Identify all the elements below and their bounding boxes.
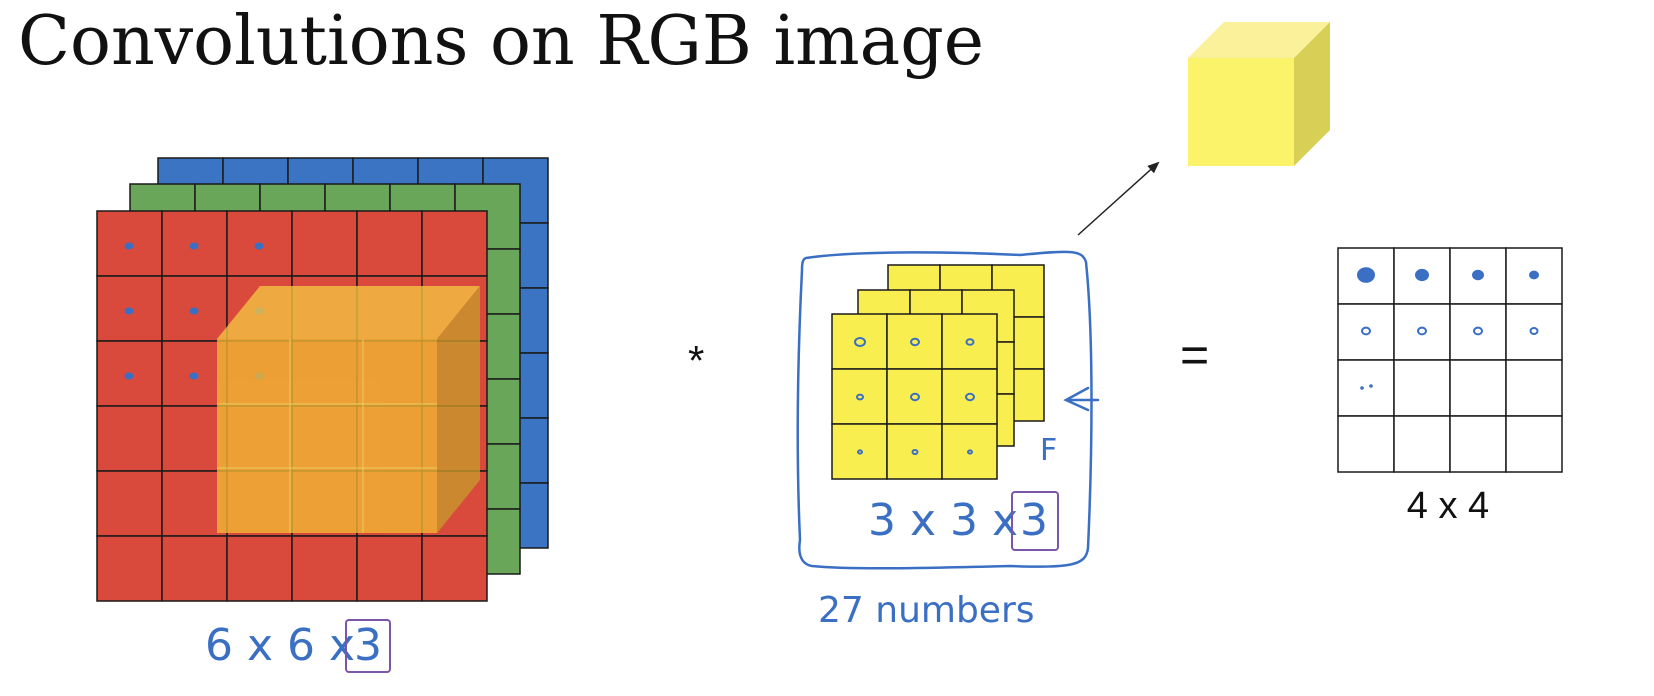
filter-value-mark: [965, 338, 975, 346]
output-value-mark: [1417, 326, 1427, 336]
input-value-mark: [189, 307, 199, 315]
output-cell: [1449, 359, 1507, 417]
input-cell-red: [421, 535, 488, 602]
filter-value-mark: [965, 392, 975, 402]
output-cell: [1337, 359, 1395, 417]
filter-cell-front: [831, 313, 888, 370]
output-value-mark: [1473, 326, 1483, 336]
filter-size-label: 3 x 3 x 3: [868, 491, 1059, 551]
filter-overlay-cube: [217, 286, 480, 533]
filter-cell-front: [831, 368, 888, 425]
output-value-marks: [1357, 267, 1539, 390]
input-cell-red: [356, 210, 423, 277]
overlay-cube-top: [217, 286, 480, 339]
equals-operator: =: [1180, 327, 1209, 383]
output-grid-4x4: [1337, 247, 1563, 473]
input-value-mark: [189, 372, 199, 380]
result-value-cube: [1188, 22, 1330, 166]
filter-channel-highlight-box: [1011, 491, 1059, 551]
filter-value-mark: [854, 337, 866, 347]
input-cell-red: [161, 405, 228, 472]
filter-cell-front: [886, 423, 943, 480]
overlay-cube-side: [437, 286, 480, 533]
output-cell: [1449, 303, 1507, 361]
filter-value-mark: [856, 393, 864, 401]
output-value-mark: [1361, 326, 1371, 336]
input-size-label: 6 x 6 x 3: [205, 619, 391, 673]
input-cell-red: [356, 535, 423, 602]
filter-cell-front: [941, 368, 998, 425]
output-size-label: 4 x 4: [1407, 485, 1489, 527]
filter-count-label: 27 numbers: [818, 590, 1035, 631]
input-value-mark: [254, 242, 264, 250]
convolution-operator: *: [688, 337, 704, 384]
result-cube-front: [1188, 58, 1294, 166]
filter-cell-front: [886, 368, 943, 425]
input-cell-red: [161, 470, 228, 537]
input-cell-red: [161, 535, 228, 602]
output-value-mark: [1369, 384, 1373, 388]
input-cell-red: [421, 210, 488, 277]
channel-highlight-box: [345, 619, 391, 673]
output-value-mark: [1529, 270, 1539, 280]
input-size-prefix: 6 x 6 x: [205, 620, 355, 671]
filter-cell-front: [941, 313, 998, 370]
input-size-channels: 3: [354, 620, 382, 671]
input-cell-red: [291, 210, 358, 277]
filter-cell-front: [886, 313, 943, 370]
filter-size-channels: 3: [1020, 495, 1048, 546]
output-value-mark: [1415, 268, 1429, 282]
input-value-mark: [124, 242, 134, 250]
filter-value-mark: [911, 449, 919, 455]
input-cell-red: [96, 470, 163, 537]
filter-cell-front: [941, 423, 998, 480]
output-value-mark: [1472, 269, 1484, 281]
filter-value-mark: [967, 449, 973, 455]
output-cell: [1393, 415, 1451, 473]
result-cube-top: [1188, 22, 1330, 58]
overlay-cube-front: [217, 339, 437, 533]
filter-cell-front: [831, 423, 888, 480]
output-cell: [1393, 303, 1451, 361]
output-cell: [1449, 415, 1507, 473]
filter-pointer-label: F: [1040, 433, 1057, 468]
input-cell-red: [96, 405, 163, 472]
result-cube-side: [1294, 22, 1330, 166]
filter-outline: [796, 250, 1093, 570]
input-cell-red: [226, 535, 293, 602]
output-value-mark: [1529, 327, 1539, 335]
output-cell: [1393, 359, 1451, 417]
pointer-arrow-icon: [1063, 386, 1100, 412]
result-arrow: [1077, 161, 1160, 236]
filter-3x3x3: F: [796, 250, 1100, 570]
input-value-mark: [124, 307, 134, 315]
input-cell-red: [96, 535, 163, 602]
output-value-mark: [1360, 386, 1364, 390]
input-cell-red: [291, 535, 358, 602]
output-cell: [1337, 415, 1395, 473]
output-value-mark: [1357, 267, 1375, 283]
filter-value-mark: [910, 337, 920, 347]
filter-channel-front: [831, 313, 998, 480]
output-cell: [1505, 359, 1563, 417]
output-cell: [1337, 303, 1395, 361]
filter-value-mark: [857, 449, 863, 455]
output-cell: [1505, 303, 1563, 361]
input-value-mark: [189, 242, 199, 250]
output-cell: [1505, 415, 1563, 473]
input-volume-6x6x3: [96, 157, 549, 602]
overlay-cube-grid: [217, 339, 437, 533]
filter-value-mark: [910, 392, 920, 402]
slide-title: Convolutions on RGB image: [18, 2, 984, 81]
filter-size-prefix: 3 x 3 x: [868, 495, 1018, 546]
input-value-mark: [124, 372, 134, 380]
filter-value-marks: [854, 337, 975, 455]
